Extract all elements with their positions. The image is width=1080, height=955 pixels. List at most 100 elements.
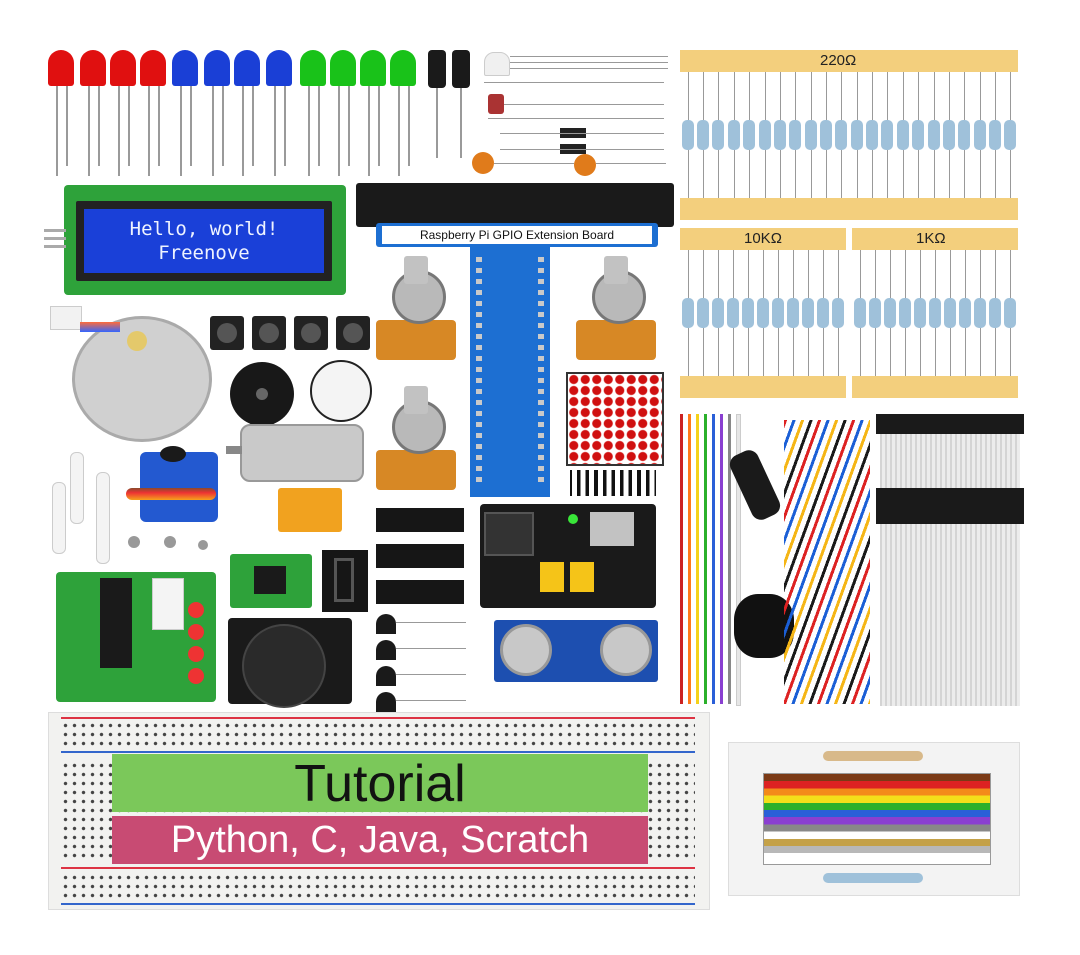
resistor bbox=[682, 298, 694, 328]
resistor bbox=[697, 298, 709, 328]
resistor bbox=[682, 120, 694, 150]
resistor bbox=[928, 120, 940, 150]
resistor bbox=[820, 120, 832, 150]
push-button-1 bbox=[210, 316, 244, 350]
resistor bbox=[854, 298, 866, 328]
seven-segment-display bbox=[322, 550, 368, 612]
resistor bbox=[805, 120, 817, 150]
led-red-4 bbox=[140, 50, 166, 86]
resistor-panel-10k: 10KΩ bbox=[680, 228, 846, 398]
dupont-wires-pile bbox=[784, 420, 870, 704]
resistor bbox=[759, 120, 771, 150]
resistor bbox=[989, 298, 1001, 328]
resistor bbox=[727, 298, 739, 328]
tutorial-languages: Python, C, Java, Scratch bbox=[170, 819, 590, 861]
led-blue-4 bbox=[266, 50, 292, 86]
tutorial-languages-box: Python, C, Java, Scratch bbox=[112, 816, 648, 864]
power-supply-module bbox=[480, 504, 656, 608]
resistor bbox=[899, 298, 911, 328]
resistor bbox=[757, 298, 769, 328]
dc-motor bbox=[240, 424, 364, 482]
resistor bbox=[914, 298, 926, 328]
ceramic-capacitor-2 bbox=[574, 154, 596, 176]
lcd-line-2: Freenove bbox=[158, 242, 250, 264]
electrolytic-capacitor-1 bbox=[428, 50, 446, 88]
potentiometer-1 bbox=[376, 256, 456, 370]
potentiometer-3 bbox=[376, 386, 456, 500]
led-red-2 bbox=[80, 50, 106, 86]
stepper-motor-connector bbox=[50, 306, 82, 330]
gpio-board-label: Raspberry Pi GPIO Extension Board bbox=[382, 226, 652, 244]
gpio-board-label-strip: Raspberry Pi GPIO Extension Board bbox=[376, 223, 658, 247]
tutorial-title-box: Tutorial bbox=[112, 754, 648, 812]
resistor bbox=[774, 120, 786, 150]
passive-buzzer bbox=[230, 362, 294, 426]
gpio-ribbon-cable bbox=[876, 414, 1024, 706]
tutorial-title: Tutorial bbox=[294, 755, 466, 813]
relay bbox=[278, 488, 342, 532]
resistor bbox=[697, 120, 709, 150]
resistor bbox=[743, 120, 755, 150]
potentiometer-2 bbox=[576, 256, 656, 370]
resistor bbox=[1004, 120, 1016, 150]
resistor bbox=[912, 120, 924, 150]
resistor bbox=[958, 120, 970, 150]
resistor bbox=[943, 120, 955, 150]
stepper-driver-board bbox=[56, 572, 216, 702]
lcd-module: Hello, world! Freenove bbox=[44, 185, 346, 295]
led-dot-matrix bbox=[566, 372, 664, 466]
transistor-1 bbox=[376, 614, 396, 634]
led-bar-graph bbox=[570, 470, 656, 496]
ic-chip-2 bbox=[376, 544, 464, 568]
ultrasonic-sensor bbox=[494, 620, 658, 682]
led-blue-3 bbox=[234, 50, 260, 86]
led-green-2 bbox=[330, 50, 356, 86]
resistor bbox=[712, 120, 724, 150]
adc-module bbox=[230, 554, 312, 608]
resistor bbox=[866, 120, 878, 150]
resistor bbox=[802, 298, 814, 328]
led-blue-1 bbox=[172, 50, 198, 86]
led-green-4 bbox=[390, 50, 416, 86]
resistor bbox=[832, 298, 844, 328]
servo-motor bbox=[140, 446, 218, 522]
push-button-4 bbox=[336, 316, 370, 350]
stepper-motor bbox=[72, 316, 212, 442]
ic-chip-1 bbox=[376, 508, 464, 532]
resistor-label-220: 220Ω bbox=[820, 52, 857, 69]
resistor bbox=[742, 298, 754, 328]
led-row bbox=[48, 50, 418, 180]
resistor bbox=[728, 120, 740, 150]
led-red-3 bbox=[110, 50, 136, 86]
resistor-panel-220: 220Ω bbox=[680, 50, 1018, 222]
joystick-module bbox=[228, 618, 352, 708]
resistor bbox=[869, 298, 881, 328]
resistor bbox=[944, 298, 956, 328]
resistor bbox=[974, 120, 986, 150]
resistor bbox=[897, 120, 909, 150]
active-buzzer bbox=[310, 360, 372, 422]
resistor-panel-1k: 1KΩ bbox=[852, 228, 1018, 398]
resistor bbox=[851, 120, 863, 150]
stepper-motor-wires bbox=[80, 322, 120, 332]
resistor bbox=[989, 120, 1001, 150]
resistor bbox=[817, 298, 829, 328]
gpio-board-stem bbox=[470, 247, 550, 497]
push-button-2 bbox=[252, 316, 286, 350]
resistor bbox=[884, 298, 896, 328]
resistor bbox=[881, 120, 893, 150]
photoresistor bbox=[488, 94, 504, 114]
resistor bbox=[929, 298, 941, 328]
led-red-1 bbox=[48, 50, 74, 86]
gpio-header bbox=[356, 183, 674, 227]
led-green-1 bbox=[300, 50, 326, 86]
transistor-4 bbox=[376, 692, 396, 712]
resistor bbox=[974, 298, 986, 328]
ic-chip-3 bbox=[376, 580, 464, 604]
resistor bbox=[772, 298, 784, 328]
resistor-color-code-card bbox=[728, 742, 1020, 896]
resistor bbox=[787, 298, 799, 328]
led-blue-2 bbox=[204, 50, 230, 86]
lcd-screen: Hello, world! Freenove bbox=[84, 209, 324, 273]
resistor bbox=[959, 298, 971, 328]
